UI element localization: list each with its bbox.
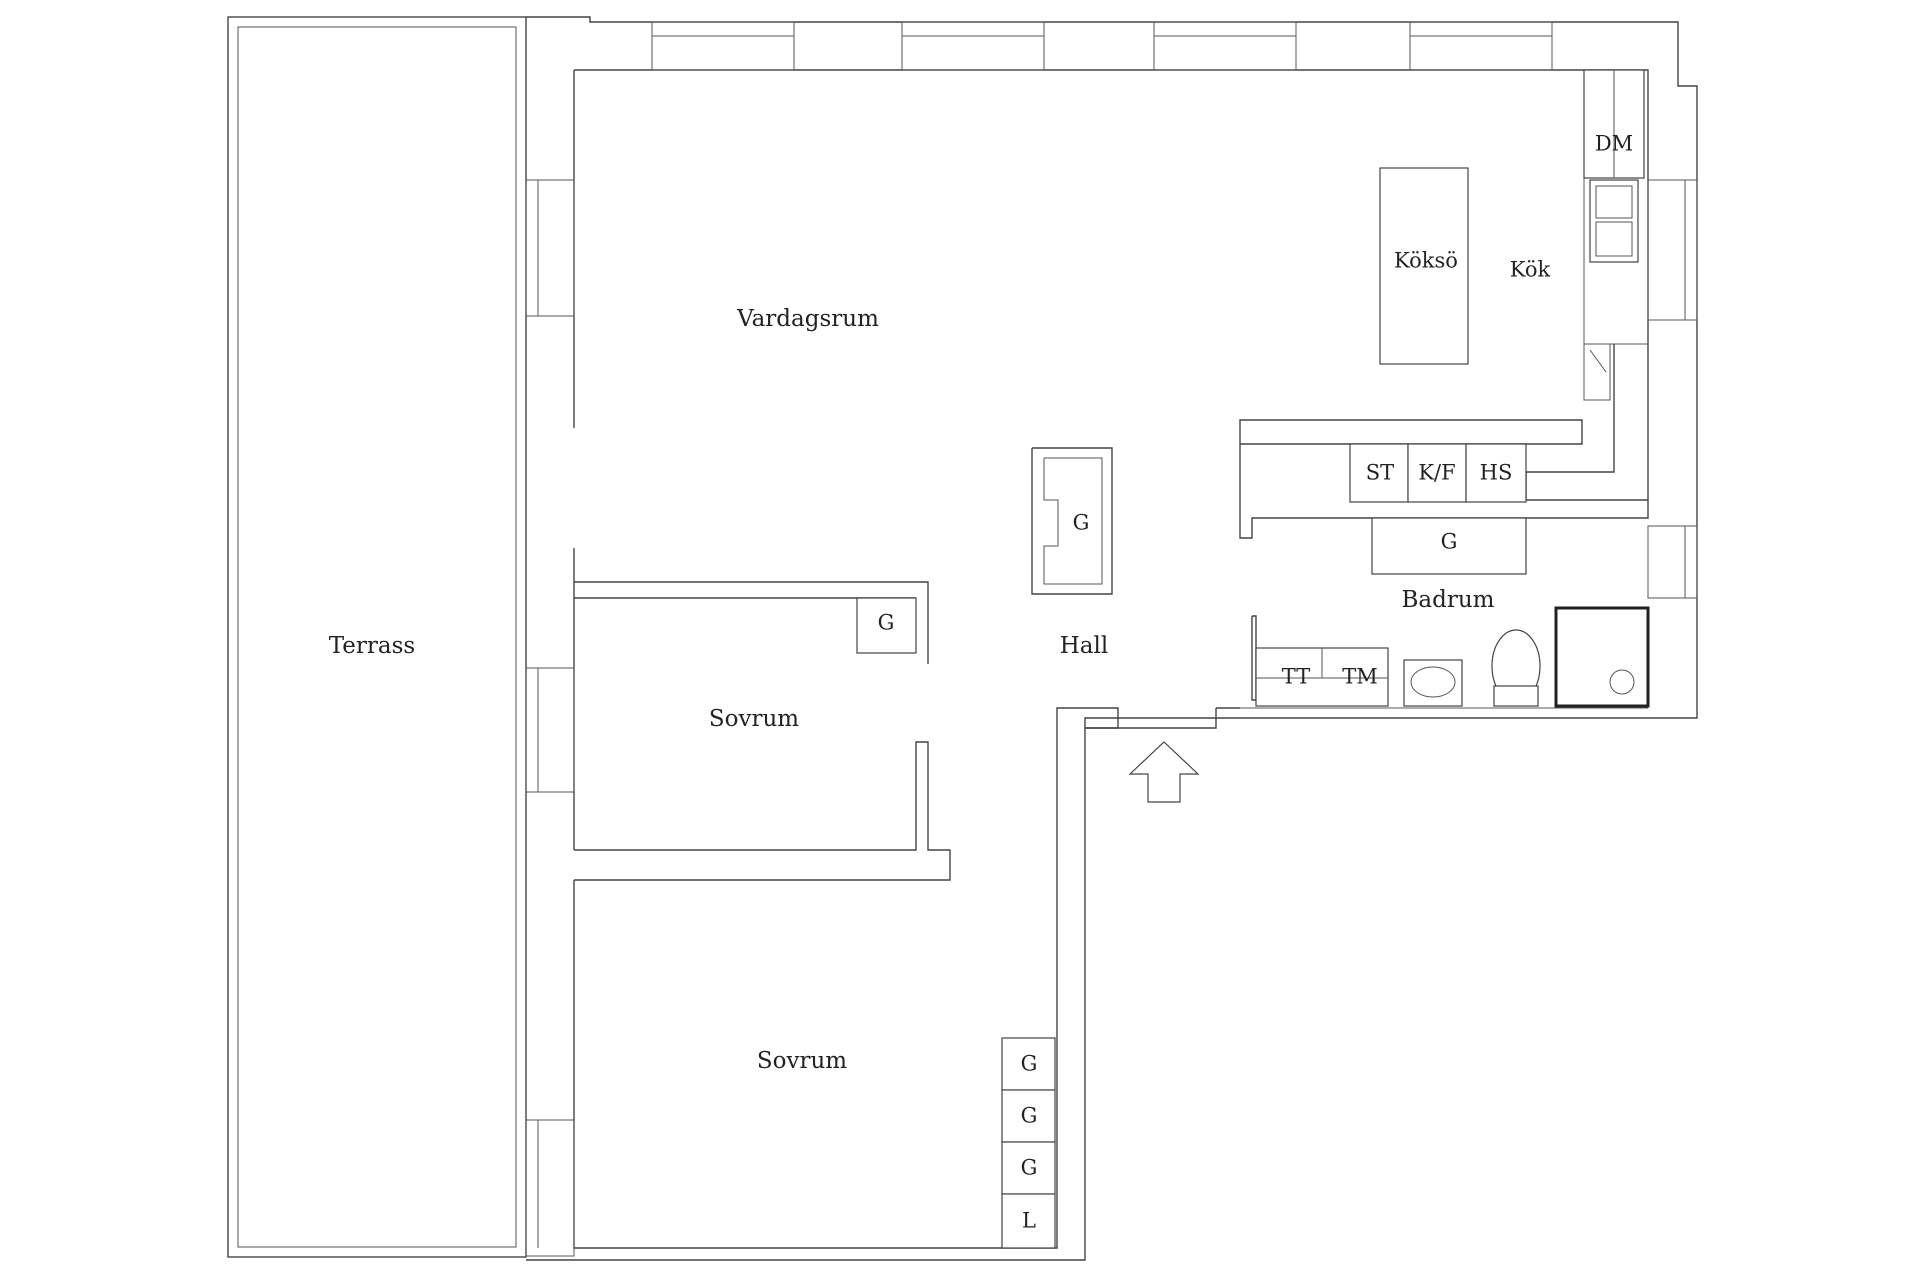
kitchen — [1239, 69, 1649, 575]
terrace-outline — [227, 16, 527, 1258]
bathroom-label: Badrum — [1402, 587, 1495, 613]
stove-label: ST — [1366, 461, 1394, 485]
cabinet-label: HS — [1480, 461, 1513, 485]
fridge-freezer-label: K/F — [1418, 461, 1455, 485]
kitchen-label: Kök — [1510, 258, 1551, 282]
kitchen-wardrobe-label: G — [1441, 530, 1458, 554]
bedroom-1-label: Sovrum — [709, 706, 799, 732]
bedroom-2-label: Sovrum — [757, 1048, 847, 1074]
bedroom-2-wardrobe-3-label: G — [1021, 1156, 1038, 1180]
dryer-label: TT — [1282, 665, 1310, 689]
bedroom-2-wardrobe-1-label: G — [1021, 1052, 1038, 1076]
arrow-up-icon — [1128, 741, 1200, 803]
dishwasher-label: DM — [1595, 132, 1633, 156]
left-windows — [525, 179, 575, 1257]
bedroom-2-wardrobes — [1001, 1037, 1056, 1249]
bedroom-1-wardrobe-label: G — [878, 611, 895, 635]
hall-label: Hall — [1060, 633, 1108, 659]
bedroom-2-linen-label: L — [1022, 1209, 1036, 1233]
top-windows — [651, 21, 1553, 71]
bathroom — [1085, 606, 1650, 729]
hall-wardrobe — [1031, 447, 1113, 595]
right-windows — [1647, 179, 1698, 599]
bedroom-2-wardrobe-2-label: G — [1021, 1104, 1038, 1128]
kitchen-island-label: Köksö — [1394, 249, 1458, 273]
terrace-label: Terrass — [329, 633, 415, 659]
washer-label: TM — [1342, 665, 1378, 689]
living-room-label: Vardagsrum — [736, 306, 879, 332]
hall-wardrobe-label: G — [1073, 511, 1090, 535]
bedroom-1-walls — [574, 581, 951, 881]
